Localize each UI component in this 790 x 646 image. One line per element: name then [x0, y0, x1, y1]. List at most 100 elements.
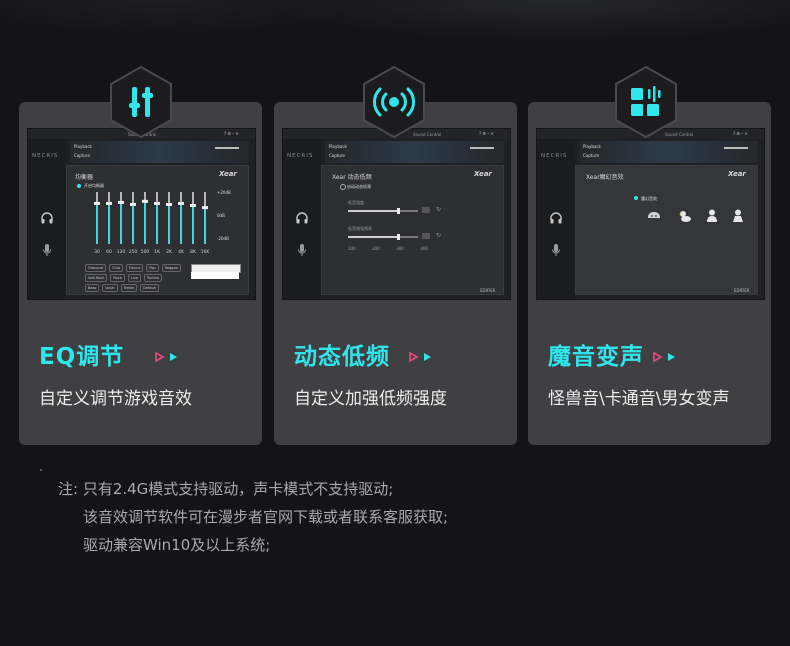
- eq-band-knob[interactable]: [190, 204, 196, 208]
- eq-band-label: 16K: [201, 249, 211, 255]
- male-voice-icon[interactable]: [706, 209, 718, 222]
- play-arrows-icon: [653, 351, 675, 363]
- slider-knob[interactable]: [397, 208, 400, 214]
- card-description: 自定义调节游戏音效: [39, 389, 192, 409]
- preset-button[interactable]: Live: [127, 274, 141, 282]
- eq-band-knob[interactable]: [106, 201, 112, 205]
- headphone-icon[interactable]: [295, 211, 309, 225]
- preset-button[interactable]: Classical: [85, 264, 107, 272]
- waveform-icon: [631, 86, 661, 116]
- card-description: 自定义加强低频强度: [294, 389, 447, 409]
- eq-band-fill: [156, 203, 158, 244]
- microphone-icon[interactable]: [42, 243, 52, 257]
- scale-label: 300: [396, 246, 404, 251]
- volume-slider[interactable]: [215, 147, 239, 149]
- slider-knob[interactable]: [397, 234, 400, 240]
- eq-band-fill: [192, 205, 194, 244]
- bass-panel: Xear 动态低频 Xear 启动动态低频 低音强度 ↻ 低音增强频率 ↻ 10…: [321, 165, 504, 295]
- eq-band-fill: [204, 207, 206, 244]
- eq-band-label: 4K: [178, 249, 185, 255]
- eq-band-knob[interactable]: [178, 201, 184, 205]
- slider-fill: [348, 236, 397, 238]
- volume-slider[interactable]: [470, 147, 494, 149]
- voice-toggle-radio[interactable]: [634, 196, 638, 200]
- window-controls[interactable]: ? ⚙ – ×: [224, 131, 239, 136]
- feature-card-dynamic-bass: Sound Control ? ⚙ – × NECRIS Playback Ca…: [274, 102, 517, 445]
- eq-band-knob[interactable]: [166, 202, 172, 206]
- eq-band-fill: [144, 201, 146, 244]
- preset-button[interactable]: Default: [140, 284, 159, 292]
- play-arrows-icon: [155, 351, 177, 363]
- eq-band-fill: [108, 203, 110, 244]
- eq-band-label: 60: [106, 249, 112, 255]
- preset-button[interactable]: Bass: [85, 284, 100, 292]
- slider-fill: [348, 210, 397, 212]
- headphone-icon[interactable]: [40, 211, 54, 225]
- eq-toggle-radio[interactable]: [77, 184, 81, 188]
- bass-strength-slider[interactable]: [348, 208, 418, 214]
- eq-band-knob[interactable]: [94, 201, 100, 205]
- eq-band-knob[interactable]: [202, 206, 208, 210]
- voice-panel: Xear魔幻音效 Xear 魔幻音效 EDIFIER: [575, 165, 758, 295]
- preset-button[interactable]: Vocal: [102, 284, 118, 292]
- card-title: 魔音变声: [548, 344, 644, 370]
- eq-band-label: 1K: [154, 249, 161, 255]
- preset-button[interactable]: Treble: [120, 284, 138, 292]
- eq-band-fill: [180, 203, 182, 244]
- note-line-2: 该音效调节软件可在漫步者官网下载或者联系客服获取;: [83, 508, 449, 526]
- eq-band-knob[interactable]: [118, 200, 124, 204]
- preset-button[interactable]: Reggae: [161, 264, 181, 272]
- monster-voice-icon[interactable]: [646, 210, 662, 222]
- feature-card-eq: Sound Control ? ⚙ – × NECRIS Playback Ca…: [19, 102, 262, 445]
- eq-band-label: 30: [94, 249, 100, 255]
- play-arrows-icon: [409, 351, 431, 363]
- waveform-badge: [613, 65, 679, 139]
- eq-band-label: 2K: [166, 249, 173, 255]
- eq-band-label: 500: [141, 249, 150, 255]
- device-info-bar: Playback Capture: [325, 141, 504, 163]
- female-voice-icon[interactable]: [732, 209, 744, 222]
- bass-toggle-radio[interactable]: [340, 184, 346, 190]
- broadcast-badge: [361, 65, 427, 139]
- eq-band-knob[interactable]: [142, 199, 148, 203]
- preset-button[interactable]: Techno: [143, 274, 163, 282]
- window-controls[interactable]: ? ⚙ – ×: [733, 131, 748, 136]
- eq-band-label: 250: [129, 249, 138, 255]
- note-line-3: 驱动兼容Win10及以上系统;: [83, 536, 271, 554]
- microphone-icon[interactable]: [551, 243, 561, 257]
- equalizer-badge: [108, 65, 174, 139]
- eq-screenshot: Sound Control ? ⚙ – × NECRIS Playback Ca…: [27, 128, 256, 300]
- preset-button[interactable]: Rock: [110, 274, 125, 282]
- eq-band-knob[interactable]: [130, 202, 136, 206]
- eq-band-knob[interactable]: [154, 201, 160, 205]
- device-info-bar: Playback Capture: [579, 141, 758, 163]
- microphone-icon[interactable]: [297, 243, 307, 257]
- broadcast-icon: [373, 87, 415, 117]
- feature-card-voice-changer: Sound Control ? ⚙ – × NECRIS Playback Ca…: [528, 102, 771, 445]
- bass-frequency-slider[interactable]: [348, 234, 418, 240]
- headphone-icon[interactable]: [549, 211, 563, 225]
- eq-band-fill: [96, 203, 98, 244]
- preset-input[interactable]: [191, 272, 239, 279]
- eq-band-label: 120: [117, 249, 126, 255]
- window-controls[interactable]: ? ⚙ – ×: [479, 131, 494, 136]
- preset-button[interactable]: Pop: [146, 264, 159, 272]
- note-line-1: 注: 只有2.4G模式支持驱动，声卡模式不支持驱动;: [58, 480, 394, 498]
- preset-button[interactable]: Dance: [126, 264, 144, 272]
- reset-icon[interactable]: ↻: [436, 232, 442, 239]
- scale-label: 100: [348, 246, 356, 251]
- preset-button[interactable]: Soft Rock: [85, 274, 108, 282]
- preset-button[interactable]: Club: [109, 264, 124, 272]
- duck-voice-icon[interactable]: [678, 210, 692, 222]
- reset-icon[interactable]: ↻: [436, 206, 442, 213]
- volume-slider[interactable]: [724, 147, 748, 149]
- bass-screenshot: Sound Control ? ⚙ – × NECRIS Playback Ca…: [282, 128, 511, 300]
- sidebar: NECRIS: [283, 139, 321, 299]
